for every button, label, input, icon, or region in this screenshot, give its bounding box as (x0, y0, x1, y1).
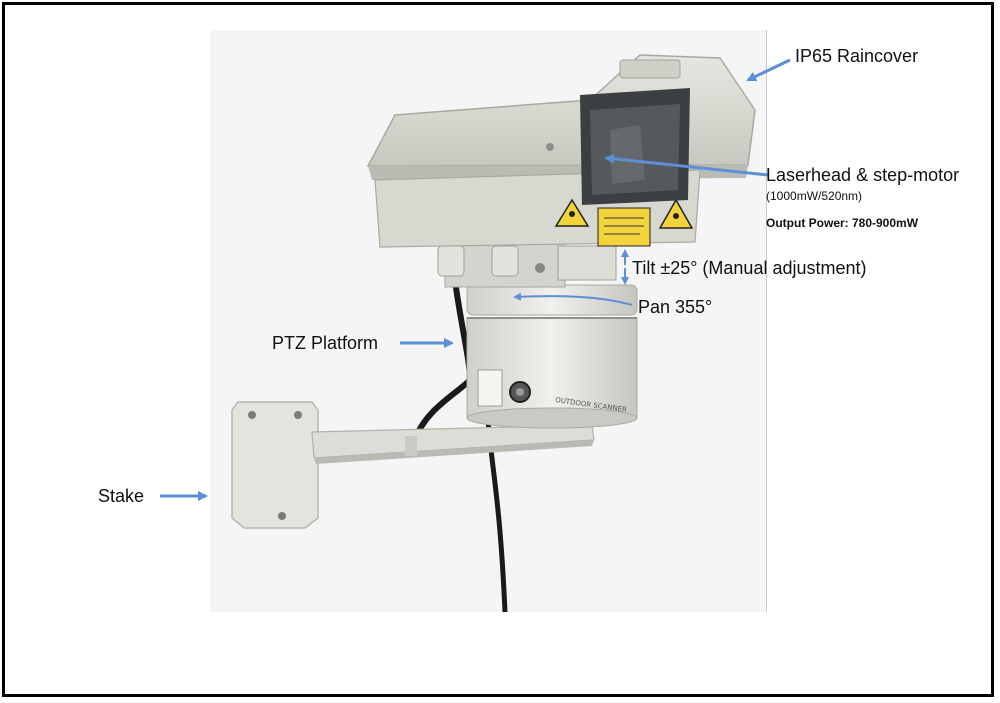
raincover-housing (366, 54, 756, 248)
signal-cable (411, 279, 474, 448)
ptz-label: PTZ Platform (272, 333, 379, 353)
pan-arrow (513, 292, 633, 306)
stake-label: Stake (98, 486, 145, 506)
output-power-label: Output Power: 780-900mW (766, 216, 919, 230)
pan-label: Pan 355° (638, 297, 713, 317)
laser-aperture-label (597, 207, 651, 247)
ptz-platform: OUTDOOR SCANNER (466, 284, 638, 429)
stake-bracket (231, 401, 595, 529)
laser-spec-label: (1000mW/520nm) (766, 189, 863, 203)
laserhead-arrow (604, 153, 769, 177)
laserhead-label: Laserhead & step-motor (766, 165, 960, 185)
raincover-arrow (746, 58, 791, 82)
photo-panel-edge (766, 30, 767, 612)
tilt-mount (437, 241, 617, 288)
tilt-label: Tilt ±25° (Manual adjustment) (632, 258, 867, 278)
raincover-label: IP65 Raincover (795, 46, 919, 66)
